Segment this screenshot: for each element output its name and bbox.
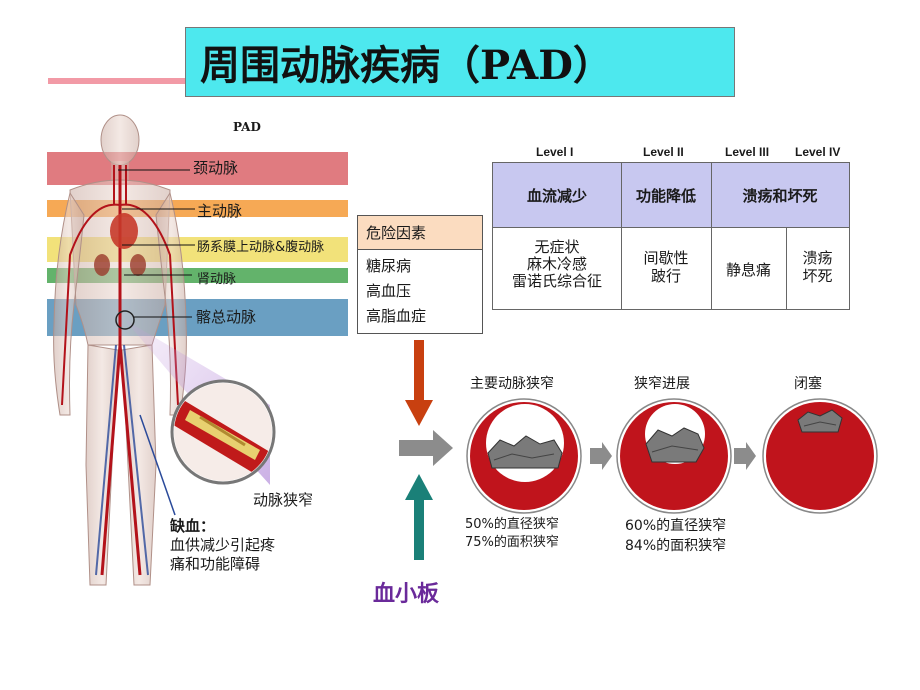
chevron-right-icon [590, 442, 612, 470]
risk-factors-box: 危险因素 糖尿病 高血压 高脂血症 [357, 215, 483, 334]
stage-note: 50%的直径狭窄 [465, 517, 559, 532]
level-symptoms: 无症状 麻木冷感 雷诺氏综合征 [493, 239, 621, 290]
figure-label: PAD [233, 120, 261, 134]
stage-note: 84%的面积狭窄 [625, 538, 727, 554]
label-stenosis-inset: 动脉狭窄 [253, 491, 314, 509]
ischemia-line: 血供减少引起疼 [170, 536, 276, 554]
symptom: 雷诺氏综合征 [511, 272, 602, 290]
ischemia-title: 缺血： [170, 517, 216, 535]
platelet-label: 血小板 [373, 581, 440, 607]
level-header: Level I [536, 145, 574, 159]
stage-note: 60%的直径狭窄 [625, 518, 727, 534]
level-header: Level III [725, 145, 770, 159]
level-category: 功能降低 [635, 187, 696, 205]
label-renal: 肾动脉 [197, 272, 237, 287]
ischemia-note: 缺血： 血供减少引起疼 痛和功能障碍 [170, 517, 275, 574]
stage-caption: 主要动脉狭窄 [470, 376, 554, 392]
label-mesenteric: 肠系膜上动脉&腹动脉 [197, 240, 325, 255]
level-symptoms: 静息痛 [711, 259, 786, 280]
level-category: 溃疡和坏死 [742, 187, 818, 205]
flow-arrows [399, 340, 453, 560]
band-carotid [47, 152, 348, 185]
stenosis-stages-diagram [466, 398, 878, 514]
label-iliac: 髂总动脉 [196, 308, 257, 326]
level-category: 血流减少 [526, 187, 587, 205]
ischemia-line: 痛和功能障碍 [170, 555, 261, 573]
level-header: Level II [643, 145, 684, 159]
stage-note: 75%的面积狭窄 [465, 535, 559, 550]
symptom: 间歇性 [643, 249, 689, 267]
level-header: Level IV [795, 145, 841, 159]
risk-factor-item: 高血压 [366, 282, 412, 300]
symptom: 无症状 [534, 238, 580, 256]
stage-2-notes: 60%的直径狭窄 84%的面积狭窄 [625, 516, 726, 556]
decorative-line [48, 78, 186, 84]
stage-1-vessel [466, 398, 582, 514]
stage-caption: 狭窄进展 [634, 376, 690, 392]
anatomy-figure [53, 114, 276, 586]
arrow-up-icon [405, 474, 433, 500]
level-symptoms: 间歇性 跛行 [621, 249, 711, 285]
stage-1-notes: 50%的直径狭窄 75%的面积狭窄 [465, 516, 559, 552]
symptom: 跛行 [650, 267, 681, 285]
symptom: 溃疡 [802, 249, 833, 267]
stage-3-vessel [762, 398, 878, 514]
risk-factor-item: 糖尿病 [366, 257, 412, 275]
arrow-right-icon [433, 430, 453, 466]
page-title: 周围动脉疾病（PAD） [200, 42, 613, 89]
label-carotid: 颈动脉 [193, 159, 239, 177]
risk-factor-item: 高脂血症 [366, 307, 427, 325]
stage-caption: 闭塞 [794, 376, 822, 392]
symptom: 麻木冷感 [526, 255, 587, 273]
level-symptoms: 溃疡 坏死 [786, 249, 849, 285]
title-box [185, 27, 735, 97]
symptom: 静息痛 [725, 261, 771, 279]
stage-2-vessel [616, 398, 732, 514]
symptom: 坏死 [802, 267, 833, 285]
arrow-down-icon [405, 400, 433, 426]
label-aorta: 主动脉 [197, 202, 243, 220]
chevron-right-icon [734, 442, 756, 470]
levels-table: 血流减少 功能降低 溃疡和坏死 无症状 麻木冷感 雷诺氏综合征 间歇性 跛行 静… [492, 162, 850, 310]
risk-factors-header: 危险因素 [358, 216, 482, 250]
